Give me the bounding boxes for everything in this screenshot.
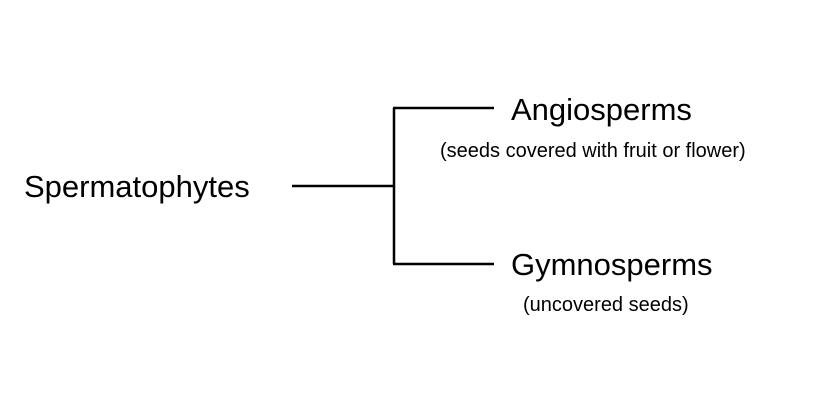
branch-label-gymnosperms: Gymnosperms [511, 247, 713, 282]
branch-note-gymnosperms: (uncovered seeds) [523, 294, 689, 316]
root-node-label: Spermatophytes [24, 169, 250, 204]
branch-note-angiosperms: (seeds covered with fruit or flower) [440, 140, 746, 162]
branch-label-angiosperms: Angiosperms [511, 92, 692, 127]
